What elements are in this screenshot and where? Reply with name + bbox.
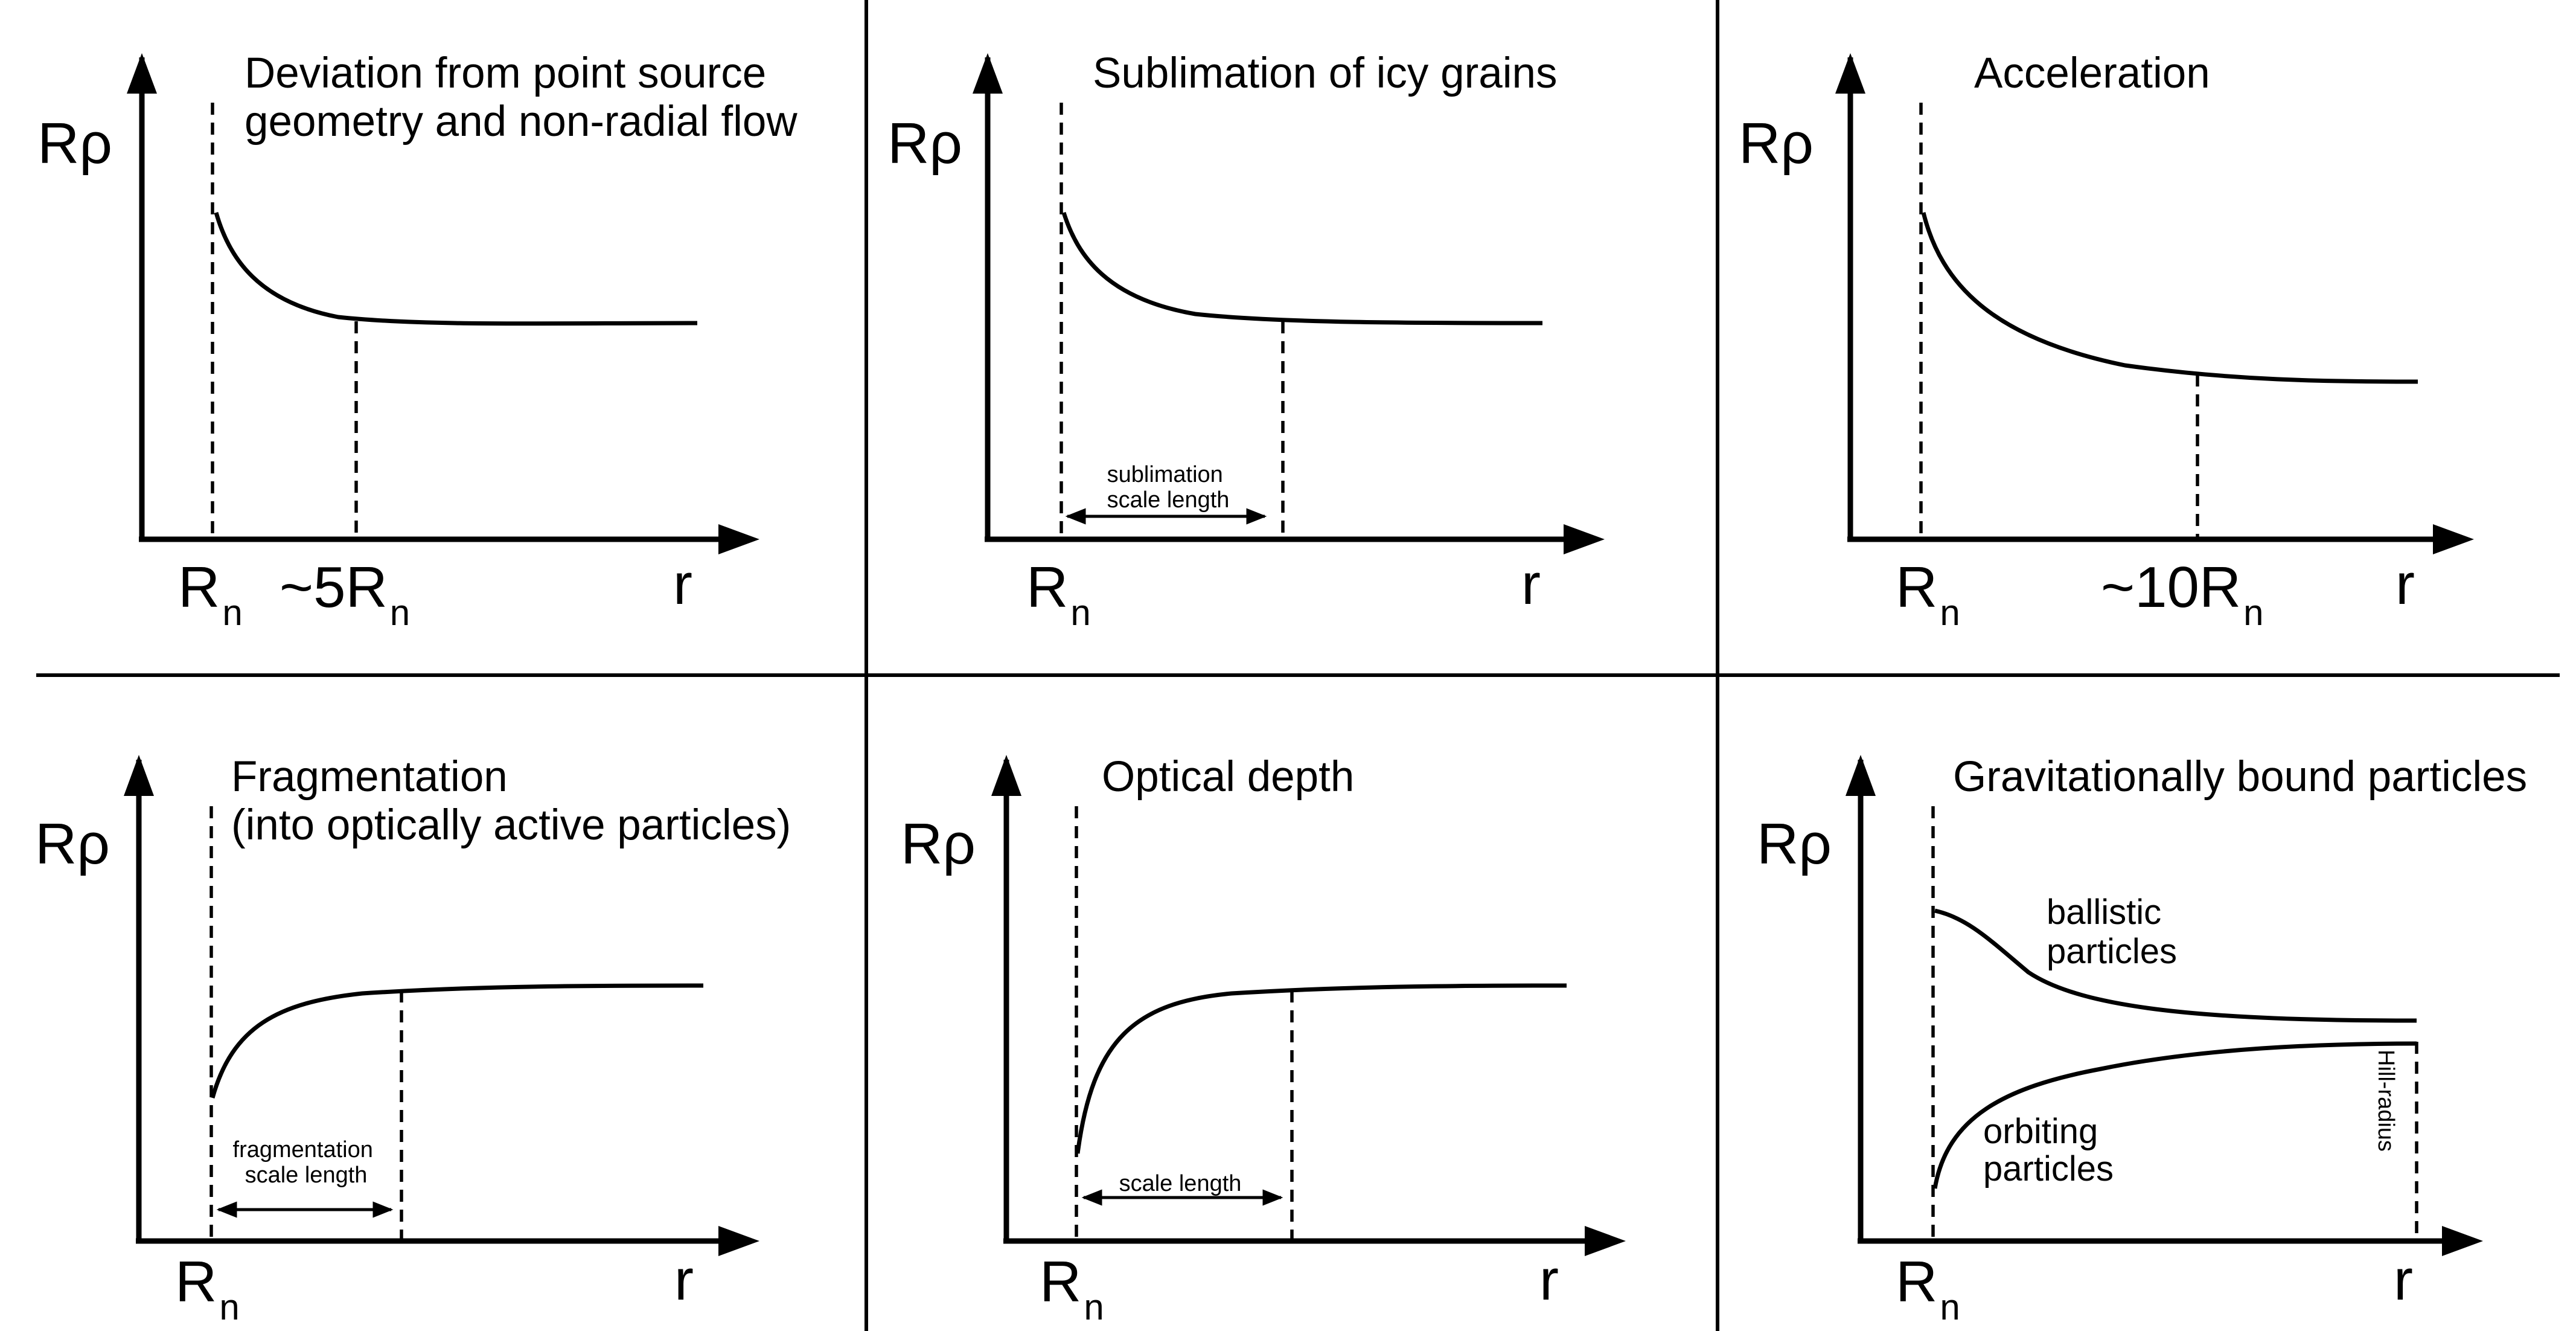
panel-fragmentation: Fragmentation (into optically active par… bbox=[35, 753, 791, 1327]
panel-title: Deviation from point source geometry and… bbox=[244, 50, 797, 146]
nucleus-radius-label: Rn bbox=[1026, 555, 1091, 633]
orbiting-particles-curve bbox=[1932, 1041, 2417, 1189]
y-axis-arrowhead bbox=[973, 53, 1003, 94]
panel-acceleration: Acceleration Rρ Rn ~10Rn r bbox=[1739, 50, 2474, 633]
panel-title: Optical depth bbox=[1102, 753, 1354, 801]
scale-length-annotation: sublimation scale length bbox=[1107, 462, 1230, 513]
ten-radii-label: ~10Rn bbox=[2101, 555, 2264, 633]
x-axis-arrowhead bbox=[1564, 524, 1605, 554]
panel-title: Acceleration bbox=[1974, 50, 2210, 97]
x-axis-arrowhead bbox=[2433, 524, 2474, 554]
panel-title: Sublimation of icy grains bbox=[1093, 50, 1558, 97]
x-axis-label: r bbox=[674, 1248, 694, 1312]
x-axis-arrowhead bbox=[718, 1226, 759, 1256]
x-axis-label: r bbox=[1521, 552, 1541, 617]
x-axis-arrowhead bbox=[718, 524, 759, 554]
x-axis-label: r bbox=[1539, 1248, 1559, 1312]
panel-point-source-deviation: Deviation from point source geometry and… bbox=[37, 50, 797, 633]
density-profile-curve bbox=[210, 983, 704, 1098]
nucleus-radius-label: Rn bbox=[178, 555, 243, 633]
nucleus-radius-label: Rn bbox=[175, 1249, 240, 1327]
x-axis-arrowhead bbox=[2442, 1226, 2483, 1256]
y-axis-label: Rρ bbox=[1739, 111, 1814, 176]
y-axis-arrowhead bbox=[127, 53, 157, 94]
nucleus-radius-label: Rn bbox=[1896, 555, 1960, 633]
panel-title: Fragmentation (into optically active par… bbox=[231, 753, 791, 849]
y-axis-label: Rρ bbox=[37, 111, 112, 176]
panel-gravitationally-bound: Gravitationally bound particles Rρ balli… bbox=[1757, 753, 2527, 1327]
nucleus-radius-label: Rn bbox=[1896, 1249, 1960, 1327]
x-axis-label: r bbox=[2395, 552, 2415, 617]
x-axis-label: r bbox=[2394, 1248, 2413, 1312]
x-axis-label: r bbox=[673, 552, 692, 617]
orbiting-particles-label: orbiting particles bbox=[1983, 1112, 2114, 1188]
scale-length-annotation: fragmentation scale length bbox=[233, 1137, 380, 1188]
y-axis-label: Rρ bbox=[901, 812, 976, 876]
density-profile-curve bbox=[1921, 212, 2418, 384]
density-profile-curve bbox=[1075, 983, 1567, 1154]
y-axis-label: Rρ bbox=[887, 111, 962, 176]
panel-title: Gravitationally bound particles bbox=[1953, 753, 2527, 801]
y-axis-arrowhead bbox=[124, 755, 154, 796]
ballistic-particles-curve bbox=[1934, 908, 2417, 1023]
y-axis-arrowhead bbox=[1835, 53, 1865, 94]
x-axis-arrowhead bbox=[1585, 1226, 1626, 1256]
nucleus-radius-label: Rn bbox=[1040, 1249, 1104, 1327]
hill-radius-label: Hill-radius bbox=[2373, 1050, 2399, 1152]
density-profile-curve bbox=[214, 212, 698, 326]
panel-sublimation: Sublimation of icy grains Rρ sublimation… bbox=[887, 50, 1605, 633]
y-axis-label: Rρ bbox=[35, 812, 110, 876]
y-axis-arrowhead bbox=[991, 755, 1021, 796]
ballistic-particles-label: ballistic particles bbox=[2047, 893, 2177, 971]
scale-length-annotation: scale length bbox=[1119, 1171, 1242, 1196]
five-radii-label: ~5Rn bbox=[280, 555, 410, 633]
y-axis-label: Rρ bbox=[1757, 812, 1832, 876]
y-axis-arrowhead bbox=[1846, 755, 1876, 796]
panel-optical-depth: Optical depth Rρ scale length Rn r bbox=[901, 753, 1626, 1327]
density-profile-curve bbox=[1061, 211, 1543, 326]
